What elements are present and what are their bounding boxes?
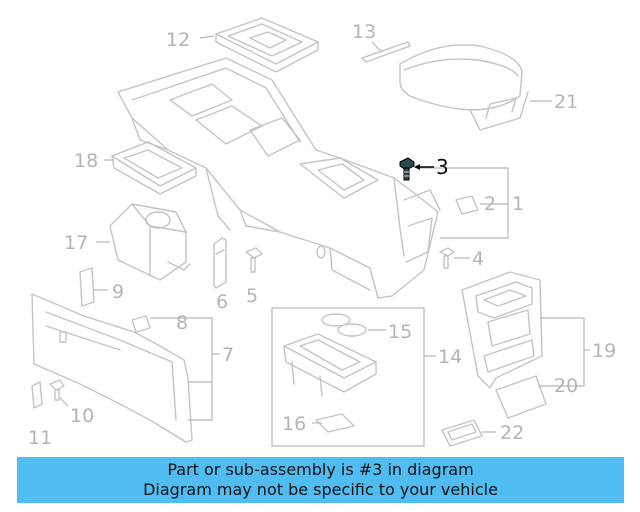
part-13-trim-strip — [361, 41, 411, 63]
part-19-vent-panel — [461, 271, 590, 389]
part-5-screw — [245, 247, 263, 273]
callout-17: 17 — [64, 232, 88, 254]
callout-14: 14 — [438, 346, 462, 368]
callout-18: 18 — [74, 150, 98, 172]
callout-7: 7 — [222, 344, 234, 366]
part-22-switch — [441, 419, 496, 447]
part-3-screw-highlighted — [399, 157, 434, 181]
callout-9: 9 — [112, 281, 124, 303]
banner-line-2: Diagram may not be specific to your vehi… — [143, 480, 498, 499]
callout-22: 22 — [500, 422, 524, 444]
callout-5: 5 — [246, 285, 258, 307]
part-17-shifter — [96, 203, 191, 281]
callout-6: 6 — [216, 291, 228, 313]
part-12-shift-bezel — [199, 17, 319, 73]
banner-line-1: Part or sub-assembly is #3 in diagram — [167, 460, 474, 479]
callout-21: 21 — [554, 91, 578, 113]
callout-13: 13 — [352, 21, 376, 43]
callout-19: 19 — [592, 340, 616, 362]
info-banner: Part or sub-assembly is #3 in diagram Di… — [17, 457, 624, 503]
callout-20: 20 — [554, 375, 578, 397]
callout-15: 15 — [388, 321, 412, 343]
callout-1-bracket — [418, 167, 509, 239]
callout-3: 3 — [436, 155, 449, 179]
part-4-screw — [439, 247, 470, 269]
part-20-trim-plate — [495, 375, 547, 419]
part-1-console-assembly — [117, 57, 441, 299]
part-11-bracket — [31, 381, 43, 409]
part-9-clip — [79, 267, 108, 307]
callout-4: 4 — [472, 248, 484, 270]
callout-12: 12 — [166, 29, 190, 51]
part-8-clip — [131, 315, 151, 333]
callout-10: 10 — [70, 405, 94, 427]
callout-11: 11 — [28, 427, 52, 449]
parts-diagram: 12 13 21 3 18 2 1 17 4 6 5 9 8 15 19 7 1… — [28, 17, 616, 449]
callout-2: 2 — [484, 193, 496, 215]
part-18-tray — [104, 141, 197, 195]
callout-8: 8 — [176, 312, 188, 334]
part-10-screw — [49, 379, 69, 407]
part-6-bracket — [213, 237, 227, 289]
part-7-side-panel — [31, 293, 220, 443]
part-21-armrest-lid — [399, 44, 552, 131]
part-2-clip — [455, 195, 479, 215]
callout-1: 1 — [512, 193, 524, 215]
part-14-cupholder-group — [271, 307, 436, 447]
callout-16: 16 — [282, 413, 306, 435]
